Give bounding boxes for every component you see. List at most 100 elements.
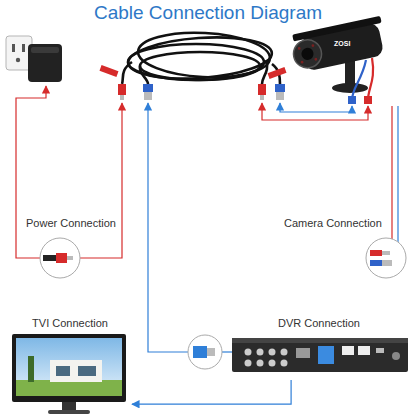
cable-coil (262, 60, 267, 84)
connection-lines (397, 106, 398, 242)
dvr-inset (193, 346, 207, 358)
dvr-recorder (232, 338, 408, 372)
tv-monitor (50, 360, 102, 382)
tv-monitor (48, 410, 90, 414)
cable-connectors (100, 65, 119, 77)
camera-inset (370, 250, 382, 256)
cable-connectors (268, 67, 287, 79)
tv-monitor (78, 366, 96, 376)
cable-connectors (100, 65, 287, 100)
tv-monitor (12, 334, 126, 414)
cable-coil (122, 30, 280, 84)
connection-lines (16, 86, 398, 352)
dvr-inset (207, 348, 215, 356)
cable-coil (140, 66, 148, 84)
security-camera (311, 44, 314, 47)
connection-lines (222, 351, 232, 352)
wall-outlet (16, 58, 20, 62)
power-inset (67, 256, 73, 260)
security-camera (291, 37, 324, 70)
dvr-recorder (296, 348, 310, 358)
diagram-title: Cable Connection Diagram (0, 0, 416, 26)
cable-connectors (275, 84, 285, 92)
dvr-recorder (269, 349, 276, 356)
power-adapter (28, 44, 62, 82)
connection-lines (148, 103, 188, 352)
node-heading: DVR Connection (226, 316, 412, 330)
dvr-recorder (232, 338, 408, 343)
tv-monitor (28, 356, 34, 382)
connection-lines (391, 106, 392, 239)
dvr-group: DVR Connection (226, 316, 412, 380)
dvr-recorder (376, 348, 384, 353)
security-camera (345, 60, 355, 86)
security-camera (300, 47, 314, 61)
power-inset (40, 238, 80, 278)
dvr-recorder (257, 349, 264, 356)
power-inset (43, 255, 56, 261)
monitor-group: TVI Connection (8, 316, 132, 414)
dvr-recorder (269, 360, 276, 367)
camera-inset (382, 260, 392, 266)
security-camera (298, 47, 301, 50)
dvr-recorder (281, 349, 288, 356)
cable-connectors (120, 95, 124, 100)
power-inset (40, 238, 80, 278)
connection-lines (16, 86, 46, 258)
cable-coil (137, 30, 271, 81)
security-camera (348, 96, 356, 104)
dvr-recorder (342, 346, 354, 355)
power-adapter (28, 44, 62, 82)
power-inset (56, 253, 67, 263)
connection-lines (262, 103, 368, 120)
security-camera (289, 16, 388, 104)
tv-monitor (62, 402, 76, 410)
security-camera (314, 58, 317, 61)
connection-lines (80, 103, 122, 258)
security-camera (300, 61, 303, 64)
dvr-recorder (358, 346, 370, 355)
cable-connectors (276, 92, 284, 100)
wall-outlet (22, 44, 25, 52)
brand-logo: ZOSI (334, 40, 350, 48)
cable-coil (122, 62, 132, 84)
camera-inset (382, 251, 390, 255)
cable-connectors (118, 84, 126, 95)
cable-connectors (258, 84, 266, 95)
dvr-recorder (392, 352, 400, 360)
callout-label: Power Connection (26, 216, 116, 230)
cable-coil (128, 44, 264, 80)
dvr-recorder (245, 360, 252, 367)
connection-lines (280, 103, 352, 112)
dvr-recorder (318, 346, 334, 364)
camera-inset (366, 238, 406, 278)
dvr-recorder (257, 360, 264, 367)
tv-monitor (12, 334, 126, 402)
security-camera (352, 60, 366, 100)
cable-connectors (260, 95, 264, 100)
security-camera (364, 96, 372, 104)
tv-monitor (16, 380, 122, 396)
cable-connectors (144, 92, 152, 100)
power-adapter (31, 47, 59, 53)
wall-outlet (12, 44, 15, 52)
camera-inset (370, 260, 382, 266)
callout-label: Camera Connection (284, 216, 382, 230)
tv-monitor (16, 338, 122, 396)
security-camera (332, 83, 368, 93)
tv-monitor (56, 366, 70, 376)
cable-coil (140, 52, 260, 80)
dvr-recorder (281, 360, 288, 367)
dvr-recorder (245, 349, 252, 356)
dvr-inset (188, 335, 222, 369)
camera-inset (366, 238, 406, 278)
signal-arrow (132, 380, 291, 404)
dvr-inset (188, 335, 222, 369)
cable-connectors (143, 84, 153, 92)
security-camera (368, 58, 373, 100)
node-heading: TVI Connection (8, 316, 132, 330)
dvr-recorder (232, 338, 408, 372)
